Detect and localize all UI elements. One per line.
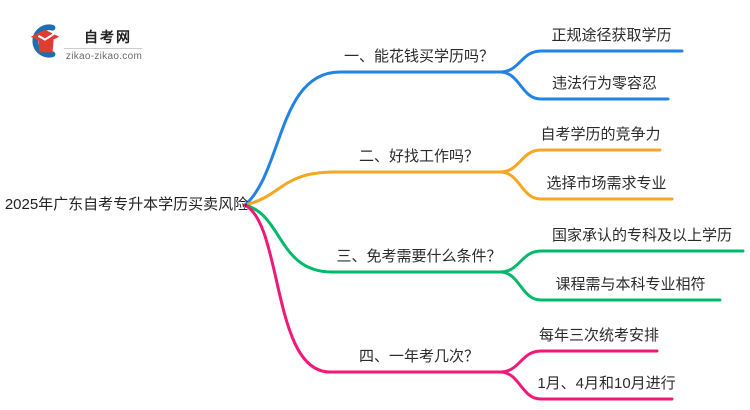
branch-4-child-2-connector [498, 370, 674, 401]
branch-4-child-node-1: 每年三次统考安排 [539, 327, 660, 344]
branch-1-child-1-connector [498, 49, 684, 74]
cap-chevron [37, 33, 55, 41]
branch-4-main-connector [243, 203, 502, 374]
branch-4-child-node-2: 1月、4月和10月进行 [537, 375, 676, 392]
branch-3-main-connector [243, 203, 502, 274]
branch-3-child-2-connector [498, 270, 722, 302]
cap-base [38, 40, 54, 53]
branch-1-main-connector [243, 70, 502, 207]
branch-node-3: 三、免考需要什么条件？ [336, 248, 502, 265]
logo-divider [64, 48, 142, 49]
graduation-cap-icon [30, 24, 60, 58]
logo-site-name: 自考网 [84, 29, 132, 45]
branch-3-child-node-1: 国家承认的专科及以上学历 [551, 227, 732, 244]
branch-1-child-2-connector [498, 70, 670, 101]
branch-3-child-node-2: 课程需与本科专业相符 [555, 276, 706, 293]
branch-2-main-connector [243, 170, 502, 207]
branch-1-child-node-2: 违法行为零容忍 [551, 75, 657, 92]
logo-crescent [32, 24, 56, 58]
site-logo: 自考网 zikao-zikao.com [28, 22, 178, 67]
branch-2-child-node-1: 自考学历的竞争力 [540, 126, 661, 143]
branch-node-4: 四、一年考几次？ [358, 348, 479, 365]
branch-node-2: 二、好找工作吗？ [358, 148, 479, 165]
branch-2-child-node-2: 选择市场需求专业 [546, 175, 667, 192]
branch-3-child-1-connector [498, 249, 745, 274]
branch-1-child-node-1: 正规途径获取学历 [551, 27, 672, 44]
branch-2-child-2-connector [498, 170, 674, 201]
branch-node-1: 一、能花钱买学历吗？ [343, 48, 494, 65]
logo-site-url: zikao-zikao.com [65, 51, 143, 62]
branch-4-child-1-connector [498, 349, 659, 374]
root-node: 2025年广东自考专升本学历买卖风险 [4, 196, 249, 213]
branch-2-child-1-connector [498, 148, 662, 174]
